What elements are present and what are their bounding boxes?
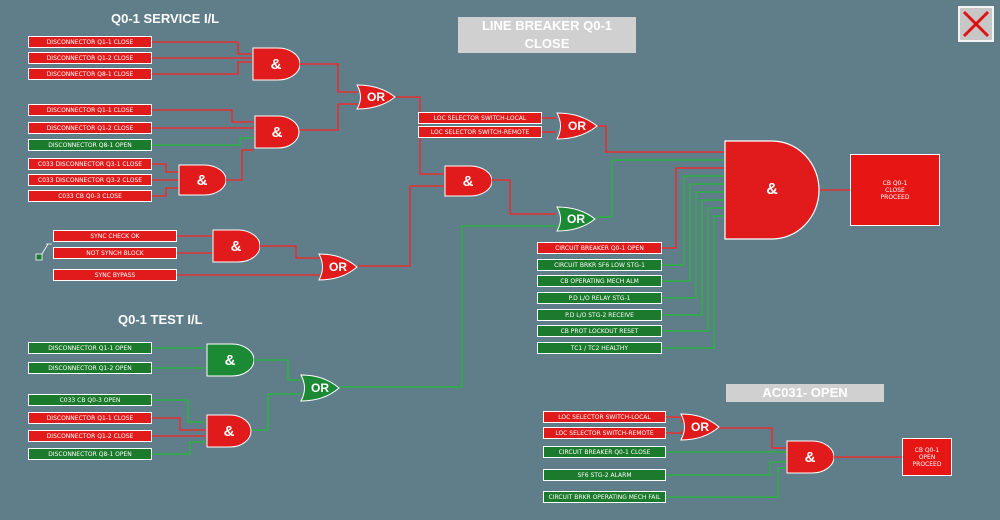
and-gate-sync[interactable]: & [212,229,260,263]
signal-disconnector-q1-1-close-b[interactable]: DISCONNECTOR Q1-1 CLOSE [28,104,152,116]
signal-c033-disconnector-q3-2-close[interactable]: C033 DISCONNECTOR Q3-2 CLOSE [28,174,152,186]
signal-tc1-tc2-healthy[interactable]: TC1 / TC2 HEALTHY [537,342,662,354]
close-window-button[interactable] [958,6,994,42]
output-close-line1: CB Q0-1 [882,179,908,187]
signal-disconnector-q8-1-close[interactable]: DISCONNECTOR Q8-1 CLOSE [28,68,152,80]
open-banner: AC031- OPEN [726,384,884,402]
output-cb-close-proceed[interactable]: CB Q0-1 CLOSE PROCEED [850,154,940,226]
signal-cb-operating-mech-alm[interactable]: CB OPERATING MECH ALM [537,275,662,287]
signal-test-c033-cb-q0-3-open[interactable]: C033 CB Q0-3 OPEN [28,394,152,406]
signal-test-disconnector-q1-2-close[interactable]: DISCONNECTOR Q1-2 CLOSE [28,430,152,442]
signal-loc-selector-local[interactable]: LOC SELECTOR SWITCH-LOCAL [418,112,542,124]
and-gate-open[interactable]: & [786,440,834,474]
signal-pd-lo-relay-stg-1[interactable]: P.D L/O RELAY STG-1 [537,292,662,304]
output-open-line1: CB Q0-1 [914,446,940,454]
and-gate-service-3[interactable]: & [178,164,226,196]
and-gate-test-1[interactable]: & [206,343,254,377]
output-close-line3: PROCEED [880,193,910,201]
signal-sync-bypass[interactable]: SYNC BYPASS [53,269,177,281]
signal-c033-disconnector-q3-1-close[interactable]: C033 DISCONNECTOR Q3-1 CLOSE [28,158,152,170]
signal-test-disconnector-q1-1-open[interactable]: DISCONNECTOR Q1-1 OPEN [28,342,152,354]
and-gate-service-2[interactable]: & [254,115,300,149]
signal-disconnector-q1-2-close-b[interactable]: DISCONNECTOR Q1-2 CLOSE [28,122,152,134]
signal-circuit-brkr-operating-mech-fail[interactable]: CIRCUIT BRKR OPERATING MECH FAIL [543,491,666,503]
signal-open-loc-selector-remote[interactable]: LOC SELECTOR SWITCH-REMOTE [543,427,666,439]
and-gate-test-2[interactable]: & [206,414,252,448]
and-gate-service-combine[interactable]: & [444,165,492,197]
signal-test-disconnector-q1-1-close[interactable]: DISCONNECTOR Q1-1 CLOSE [28,412,152,424]
output-close-line2: CLOSE [885,186,905,194]
signal-test-disconnector-q1-2-open[interactable]: DISCONNECTOR Q1-2 OPEN [28,362,152,374]
signal-disconnector-q1-1-close[interactable]: DISCONNECTOR Q1-1 CLOSE [28,36,152,48]
signal-circuit-breaker-q0-1-close[interactable]: CIRCUIT BREAKER Q0-1 CLOSE [543,446,666,458]
or-gate-service[interactable]: OR [356,84,396,110]
output-open-line3: PROCEED [912,460,942,468]
signal-disconnector-q1-2-close[interactable]: DISCONNECTOR Q1-2 CLOSE [28,52,152,64]
output-cb-open-proceed[interactable]: CB Q0-1 OPEN PROCEED [902,438,952,476]
signal-test-disconnector-q8-1-open[interactable]: DISCONNECTOR Q8-1 OPEN [28,448,152,460]
or-gate-local-remote[interactable]: OR [556,112,598,140]
signal-disconnector-q8-1-open[interactable]: DISCONNECTOR Q8-1 OPEN [28,139,152,151]
and-gate-service-1[interactable]: & [252,47,300,81]
or-gate-sync[interactable]: OR [318,253,358,281]
signal-circuit-brkr-sf6-low-stg-1[interactable]: CIRCUIT BRKR SF6 LOW STG-1 [537,259,662,271]
signal-sf6-stg-2-alarm[interactable]: SF6 STG-2 ALARM [543,469,666,481]
signal-circuit-breaker-q0-1-open[interactable]: CIRCUIT BREAKER Q0-1 OPEN [537,242,662,254]
signal-cb-prot-lockout-reset[interactable]: CB PROT LOCKOUT RESET [537,325,662,337]
or-gate-service-or-test[interactable]: OR [556,206,596,232]
signal-loc-selector-remote[interactable]: LOC SELECTOR SWITCH-REMOTE [418,126,542,138]
signal-sync-check-ok[interactable]: SYNC CHECK OK [53,230,177,242]
and-gate-main-close[interactable]: & [724,140,820,240]
close-x-icon [962,10,990,38]
close-banner: LINE BREAKER Q0-1 CLOSE [458,17,636,53]
signal-open-loc-selector-local[interactable]: LOC SELECTOR SWITCH-LOCAL [543,411,666,423]
signal-pd-lo-stg-2-receive[interactable]: P.D L/O STG-2 RECEIVE [537,309,662,321]
or-gate-open-local-remote[interactable]: OR [680,413,720,441]
sync-indicator-icon [35,243,52,261]
service-interlock-title: Q0-1 SERVICE I/L [111,11,220,26]
test-interlock-title: Q0-1 TEST I/L [118,312,203,327]
output-open-line2: OPEN [918,453,936,461]
or-gate-test[interactable]: OR [300,374,340,402]
signal-not-synch-block[interactable]: NOT SYNCH BLOCK [53,247,177,259]
signal-c033-cb-q0-3-close[interactable]: C033 CB Q0-3 CLOSE [28,190,152,202]
